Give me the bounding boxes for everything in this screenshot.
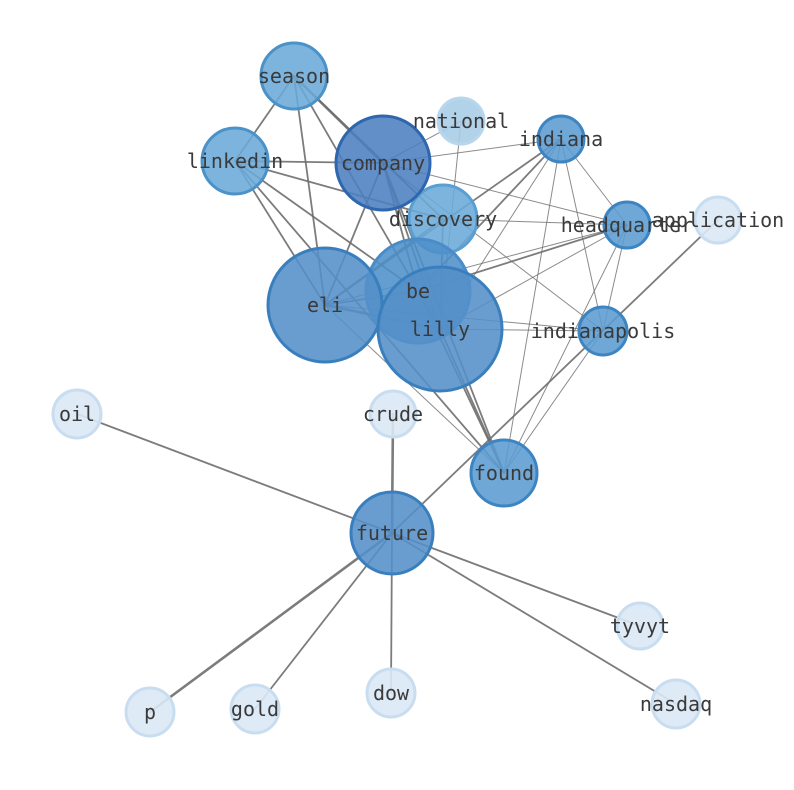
node-label-nasdaq: nasdaq [640, 692, 712, 716]
node-gold [229, 683, 281, 735]
node-label-p: p [144, 700, 156, 724]
node-label-lilly: lilly [410, 317, 470, 341]
node-circle-gold [229, 683, 281, 735]
node-circle-indiana [536, 114, 586, 164]
node-circle-headquarter [602, 200, 652, 250]
node-circle-crude [368, 389, 418, 439]
node-circle-linkedin [200, 126, 270, 196]
node-circle-oil [51, 388, 103, 440]
node-label-future: future [356, 521, 428, 545]
node-label-national: national [413, 109, 509, 133]
edge-indiana-indianapolis [560, 138, 604, 332]
node-lilly [376, 265, 504, 393]
node-label-linkedin: linkedin [187, 149, 283, 173]
edge-indiana-found [503, 138, 562, 474]
node-circle-future [349, 490, 435, 576]
node-found [469, 438, 539, 508]
node-tyvyt [615, 601, 665, 651]
node-dow [365, 667, 417, 719]
node-crude [368, 389, 418, 439]
node-season [259, 41, 329, 111]
edge-future-oil [76, 413, 393, 534]
edge-future-nasdaq [391, 532, 677, 705]
node-label-indianapolis: indianapolis [531, 319, 676, 343]
node-label-be: be [406, 279, 430, 303]
node-label-discovery: discovery [389, 207, 497, 231]
node-label-season: season [258, 64, 330, 88]
node-circle-company [334, 114, 432, 212]
node-indianapolis [577, 305, 629, 357]
edge-future-tyvyt [391, 532, 641, 627]
node-label-gold: gold [231, 697, 279, 721]
node-circle-indianapolis [577, 305, 629, 357]
node-circle-tyvyt [615, 601, 665, 651]
node-circle-found [469, 438, 539, 508]
node-circle-application [693, 195, 743, 245]
node-circle-dow [365, 667, 417, 719]
node-circle-p [124, 686, 176, 738]
edge-headquarter-found [503, 224, 628, 474]
node-label-oil: oil [59, 402, 95, 426]
node-label-company: company [341, 151, 425, 175]
node-future [349, 490, 435, 576]
node-label-eli: eli [307, 293, 343, 317]
node-application [693, 195, 743, 245]
node-company [334, 114, 432, 212]
node-nasdaq [650, 678, 702, 730]
node-label-indiana: indiana [519, 127, 603, 151]
edge-application-future [391, 219, 719, 534]
edge-linkedin-discovery [234, 160, 444, 220]
node-label-dow: dow [373, 681, 410, 705]
node-circle-season [259, 41, 329, 111]
edge-future-p [148, 531, 394, 714]
node-label-tyvyt: tyvyt [610, 614, 670, 638]
node-circle-national [436, 96, 486, 146]
node-circle-nasdaq [650, 678, 702, 730]
node-oil [51, 388, 103, 440]
node-label-headquarter: headquarter [561, 213, 693, 237]
node-label-application: application [652, 208, 784, 232]
node-label-found: found [474, 461, 534, 485]
node-indiana [536, 114, 586, 164]
node-label-crude: crude [363, 402, 423, 426]
node-linkedin [200, 126, 270, 196]
node-circle-lilly [376, 265, 504, 393]
node-p [124, 686, 176, 738]
node-national [436, 96, 486, 146]
node-headquarter [602, 200, 652, 250]
